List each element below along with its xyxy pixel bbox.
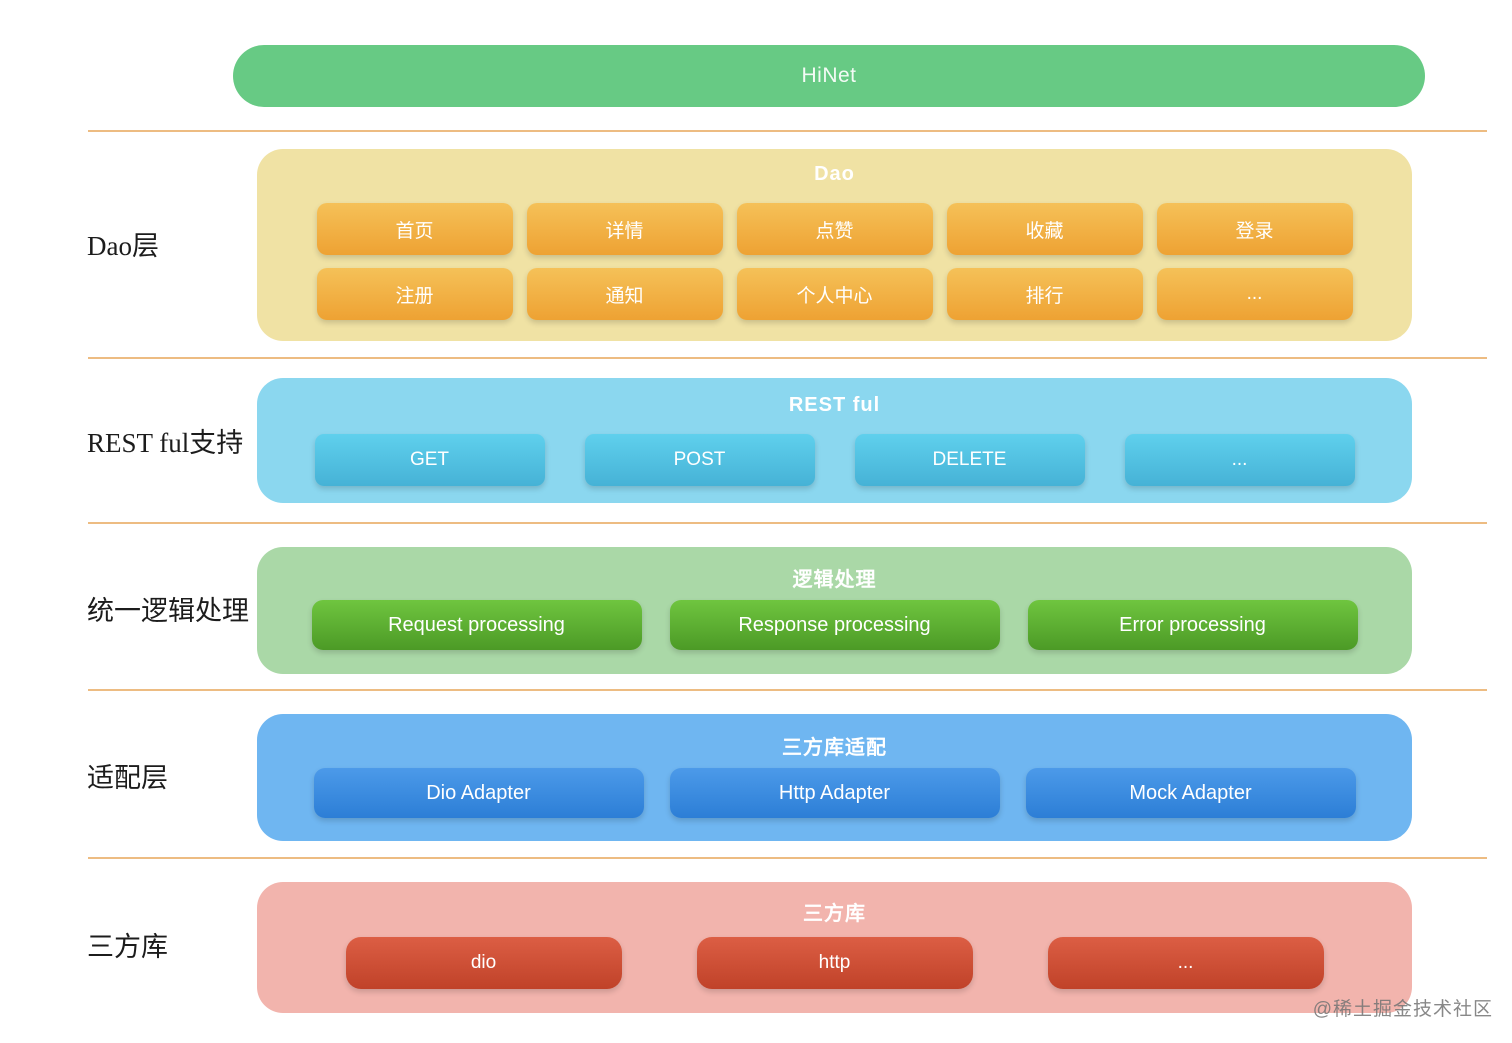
hinet-root-node: HiNet [233,45,1425,107]
lib-btn-http: http [696,937,973,989]
divider-line [88,689,1487,691]
dao-btn-rank: 排行 [946,268,1143,320]
dao-btn-profile: 个人中心 [736,268,933,320]
logic-btn-request: Request processing [311,600,642,650]
logic-btn-response: Response processing [669,600,1000,650]
rest-btn-post: POST [584,434,815,486]
adapter-button-row: Dio Adapter Http Adapter Mock Adapter [257,768,1412,818]
side-label-logic: 统一逻辑处理 [87,596,249,626]
divider-line [88,357,1487,359]
restful-layer-title: REST ful [788,394,881,416]
dao-btn-register: 注册 [316,268,513,320]
adapter-btn-mock: Mock Adapter [1025,768,1356,818]
dao-btn-like: 点赞 [736,203,933,255]
side-label-library: 三方库 [87,932,168,962]
dao-btn-notice: 通知 [526,268,723,320]
library-button-row: dio http ... [257,937,1412,989]
side-label-dao: Dao层 [87,231,159,261]
rest-btn-get: GET [314,434,545,486]
dao-button-row-1: 首页 详情 点赞 收藏 登录 [257,203,1412,255]
dao-btn-login: 登录 [1156,203,1353,255]
divider-line [88,857,1487,859]
dao-btn-home: 首页 [316,203,513,255]
adapter-btn-http: Http Adapter [669,768,1000,818]
logic-layer-title: 逻辑处理 [792,569,877,591]
side-label-adapter: 适配层 [87,763,168,793]
dao-button-row-2: 注册 通知 个人中心 排行 ... [257,268,1412,320]
logic-btn-error: Error processing [1027,600,1358,650]
adapter-btn-dio: Dio Adapter [313,768,644,818]
side-label-restful: REST ful支持 [87,428,244,458]
adapter-layer-container: 三方库适配 Dio Adapter Http Adapter Mock Adap… [257,714,1412,841]
lib-btn-more: ... [1047,937,1324,989]
dao-btn-detail: 详情 [526,203,723,255]
lib-btn-dio: dio [345,937,622,989]
dao-layer-title: Dao [814,163,855,185]
adapter-layer-title: 三方库适配 [782,737,887,759]
logic-layer-container: 逻辑处理 Request processing Response process… [257,547,1412,674]
restful-layer-container: REST ful GET POST DELETE ... [257,378,1412,503]
juejin-watermark: @稀土掘金技术社区 [1312,999,1493,1020]
library-layer-title: 三方库 [803,903,866,925]
library-layer-container: 三方库 dio http ... [257,882,1412,1013]
logic-button-row: Request processing Response processing E… [257,600,1412,650]
dao-btn-more: ... [1156,268,1353,320]
rest-btn-delete: DELETE [854,434,1085,486]
divider-line [88,522,1487,524]
rest-btn-more: ... [1124,434,1355,486]
restful-button-row: GET POST DELETE ... [257,434,1412,486]
dao-layer-container: Dao 首页 详情 点赞 收藏 登录 注册 通知 个人中心 排行 ... [257,149,1412,341]
dao-btn-favorite: 收藏 [946,203,1143,255]
hinet-label: HiNet [801,64,857,87]
divider-line [88,130,1487,132]
